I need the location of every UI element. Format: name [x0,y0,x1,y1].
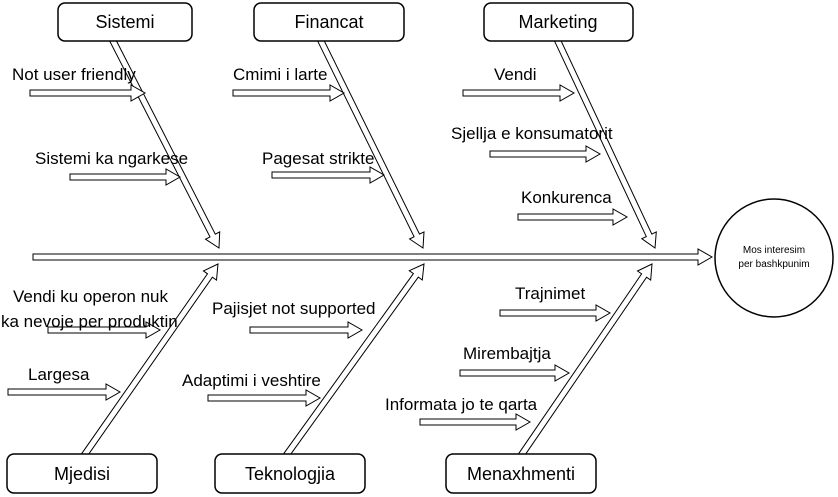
cause-arrow-trajnimet [499,304,612,322]
effect-circle [714,198,834,318]
cause-arrow-cmimi-i-larte [232,84,346,102]
cause-label-adaptimi-i-veshtire: Adaptimi i veshtire [182,371,321,390]
cause-label-cmimi-i-larte: Cmimi i larte [233,65,327,84]
cause-arrow-sistemi-ka-ngarkese [69,168,182,186]
cause-label-trajnimet: Trajnimet [515,284,585,303]
cause-arrow-adaptimi-i-veshtire [207,389,322,407]
cause-arrow-largesa [7,383,122,401]
cause-arrow-pajisjet-not-supported [249,321,364,339]
effect-label-line1: Mos interesim [743,245,805,256]
category-box-marketing [483,2,634,42]
cause-arrow-konkurenca [517,208,629,226]
effect-label-line2: per bashkpunim [738,259,809,270]
category-box-mjedisi [6,453,158,494]
cause-label-informata-jo-te-qarta: Informata jo te qarta [385,395,538,414]
branch-arrow-financat [314,33,425,249]
category-label-sistemi: Sistemi [95,12,154,32]
cause-label-sjellja-e-konsumatorit: Sjellja e konsumatorit [451,124,613,143]
cause-label-largesa: Largesa [28,365,90,384]
category-box-sistemi [57,2,193,42]
category-label-financat: Financat [294,12,363,32]
cause-label-pagesat-strikte: Pagesat strikte [262,149,374,168]
cause-label-vendi-ku-operon-line1: Vendi ku operon nuk [13,287,169,306]
cause-label-pajisjet-not-supported: Pajisjet not supported [212,299,376,318]
branch-arrow-teknologjia [281,263,425,460]
branch-arrow-marketing [551,33,657,249]
cause-arrow-vendi-ku-operon [47,321,162,339]
cause-arrow-sjellja-e-konsumatorit [489,145,602,163]
category-box-teknologjia [214,453,366,494]
category-label-teknologjia: Teknologjia [245,464,336,484]
cause-label-vendi: Vendi [494,65,537,84]
category-label-mjedisi: Mjedisi [54,464,110,484]
category-box-financat [253,2,405,42]
cause-label-sistemi-ka-ngarkese: Sistemi ka ngarkese [35,149,188,168]
category-box-menaxhmenti [445,453,597,494]
spine-arrow [32,248,714,266]
cause-label-vendi-ku-operon-line2: ka nevoje per produktin [1,312,178,331]
cause-label-mirembajtja: Mirembajtja [463,344,551,363]
cause-arrow-mirembajtja [459,364,571,382]
category-label-menaxhmenti: Menaxhmenti [467,464,575,484]
cause-label-not-user-friendly: Not user friendly [12,65,136,84]
cause-arrow-not-user-friendly [29,84,147,102]
category-label-marketing: Marketing [518,12,597,32]
cause-arrow-pagesat-strikte [271,166,386,184]
cause-arrow-informata-jo-te-qarta [419,413,532,431]
cause-label-konkurenca: Konkurenca [521,188,612,207]
branch-arrow-mjedisi [79,263,219,460]
cause-arrow-vendi [462,84,576,102]
branch-arrow-menaxhmenti [516,263,653,460]
